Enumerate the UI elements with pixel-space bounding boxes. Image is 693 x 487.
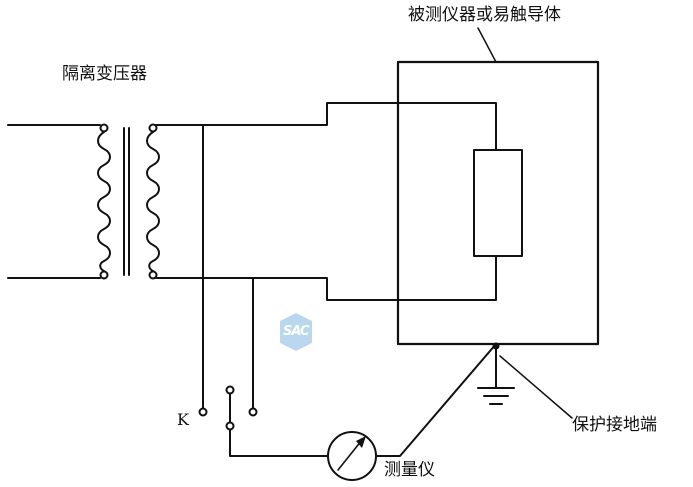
ground-icon [477,342,515,405]
meter-wiring [229,343,497,457]
transformer-secondary-coil [146,123,160,280]
meter-symbol [327,431,377,481]
switch-k [198,124,258,431]
switch-label: K [177,410,189,429]
primary-leads [7,124,101,279]
device-enclosure [396,60,600,346]
internal-load-resistor [473,149,523,257]
device-label-leader [477,27,497,63]
sac-watermark: SAC [279,312,313,352]
device-under-test-label: 被测仪器或易触导体 [408,5,561,25]
transformer-label: 隔离变压器 [62,64,147,84]
watermark-text: SAC [283,324,310,339]
transformer-core [123,127,130,276]
meter-label: 测量仪 [384,460,435,480]
protective-ground-label: 保护接地端 [572,415,657,435]
ground-label-leader [499,355,573,419]
secondary-wires [155,102,497,301]
transformer-primary-coil [97,123,111,280]
